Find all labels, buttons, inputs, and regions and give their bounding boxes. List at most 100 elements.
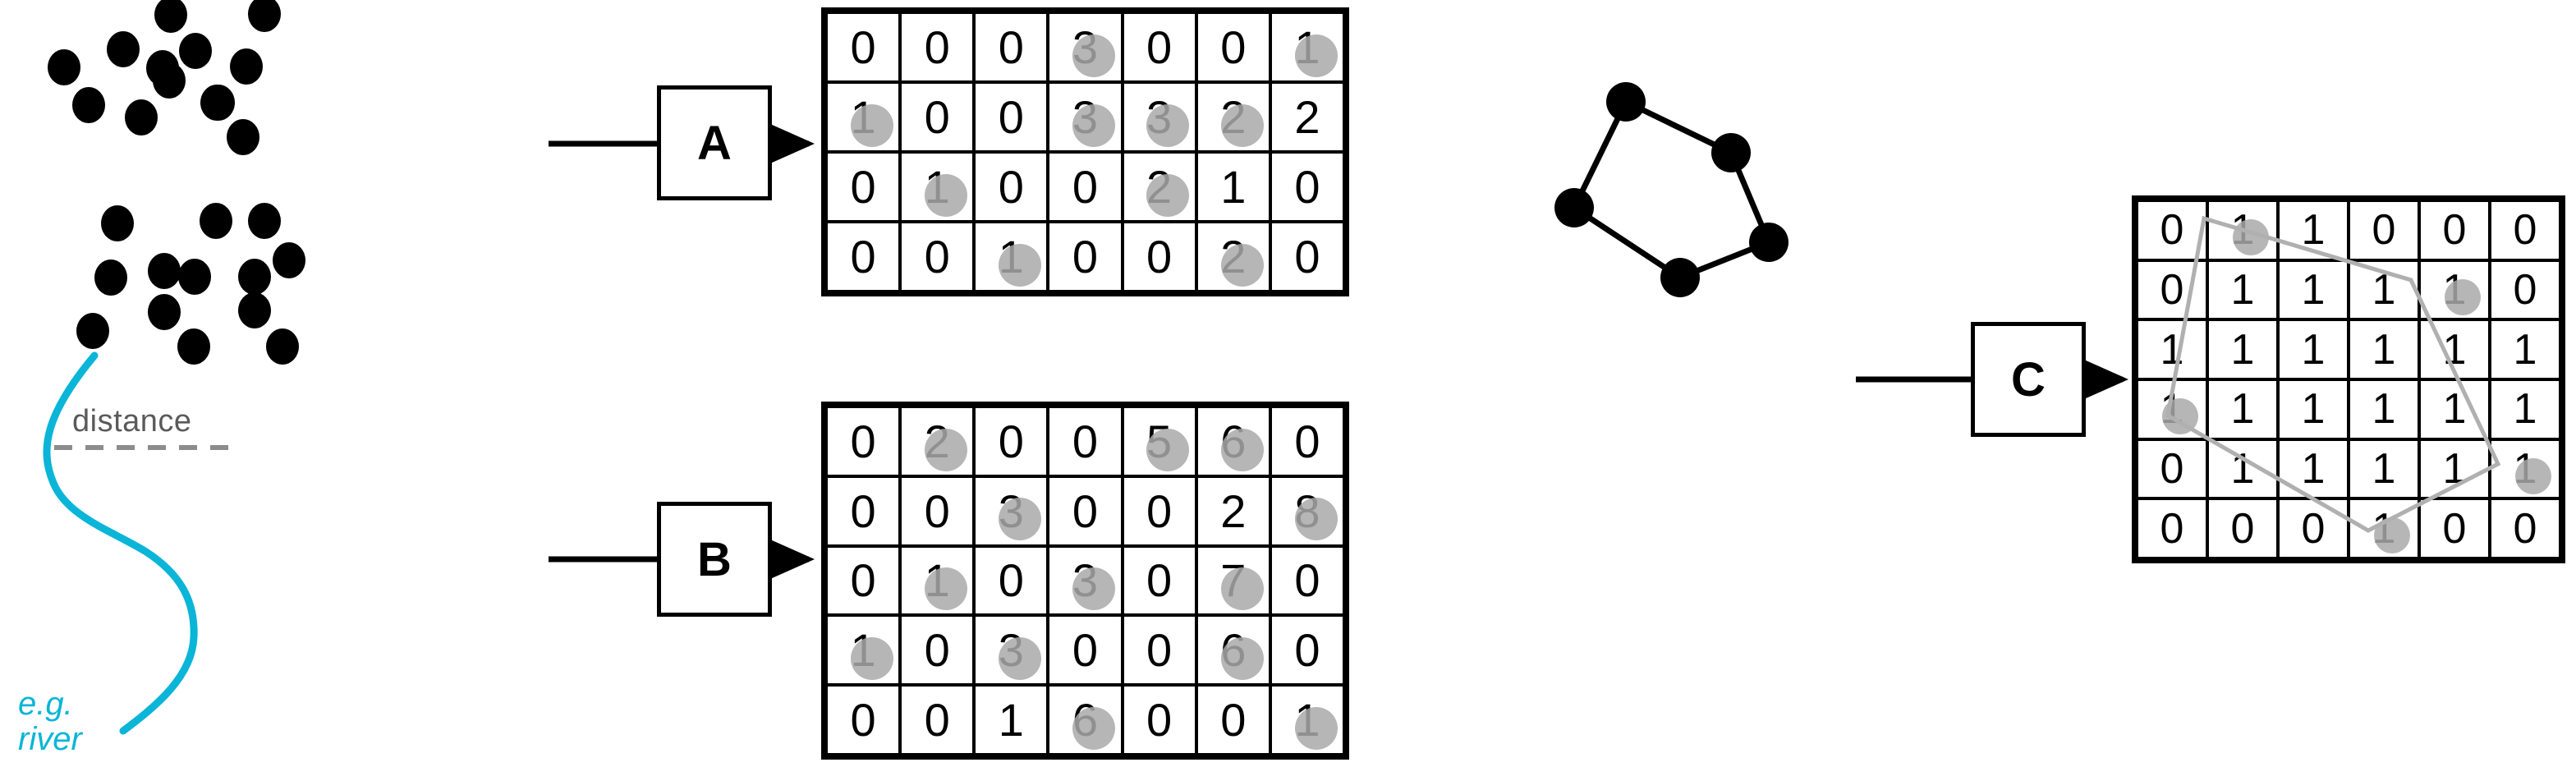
matrix-cell-value: 0 <box>2230 504 2255 553</box>
matrix-cell: 0 <box>1122 12 1196 82</box>
matrix-cell: 1 <box>2349 379 2419 439</box>
matrix-cell-value: 0 <box>1294 161 1320 213</box>
river-label-line1: e.g. <box>18 686 73 722</box>
matrix-cell-value: 0 <box>1146 21 1173 73</box>
river-label: e.g. river <box>18 686 82 758</box>
point-cloud-b-dot <box>202 85 235 121</box>
matrix-cell-value: 0 <box>1072 624 1099 677</box>
matrix-cell-value: 0 <box>1220 694 1247 746</box>
matrix-cell-value: 0 <box>924 624 950 677</box>
point-cloud-b-dot <box>148 253 181 289</box>
matrix-cell: 0 <box>2137 498 2207 558</box>
matrix-cell-value: 0 <box>998 161 1024 213</box>
matrix-cell: 0 <box>1270 406 1344 476</box>
matrix-cell: 1 <box>2278 379 2349 439</box>
point-cloud-a-dot <box>227 119 259 155</box>
matrix-cell: 1 <box>2278 200 2349 260</box>
matrix-cell: 0 <box>1048 406 1123 476</box>
river-label-line2: river <box>18 721 82 758</box>
process-box-c-label: C <box>2011 352 2046 406</box>
matrix-cell-value: 0 <box>998 21 1024 73</box>
matrix-cell-value: 0 <box>1294 554 1320 607</box>
matrix-cell-value: 1 <box>2301 325 2326 374</box>
matrix-cell: 0 <box>974 152 1049 222</box>
point-cloud-b-dot <box>178 259 211 295</box>
matrix-cell: 0 <box>2349 200 2419 260</box>
matrix-cell-value: 0 <box>850 415 876 467</box>
matrix-cell: 0 <box>974 406 1049 476</box>
matrix-cell: 0 <box>1270 222 1344 292</box>
matrix-cell: 1 <box>2137 319 2207 379</box>
point-cloud-a-dot <box>154 0 187 33</box>
matrix-cell-value: 1 <box>2230 385 2255 434</box>
point-cloud-b-dot <box>148 294 181 330</box>
point-cloud-a-dot <box>125 99 158 135</box>
matrix-cell: 0 <box>2137 200 2207 260</box>
matrix-cell-value: 2 <box>1294 91 1320 143</box>
matrix-cell: 1 <box>2490 379 2560 439</box>
point-cloud-b-dot <box>76 313 109 349</box>
matrix-cell: 0 <box>900 82 975 152</box>
matrix-cell: 0 <box>1196 12 1270 82</box>
process-box-c[interactable]: C <box>1971 322 2086 437</box>
matrix-cell: 0 <box>826 12 901 82</box>
point-cloud-b-dot <box>200 203 232 239</box>
matrix-cell-value: 0 <box>2160 206 2184 255</box>
matrix-cell-value: 0 <box>1072 161 1099 213</box>
matrix-cell: 0 <box>2490 259 2560 320</box>
matrix-cell-value: 0 <box>1146 694 1173 746</box>
matrix-cell: 1 <box>2349 439 2419 499</box>
matrix-cell-value: 0 <box>2160 504 2184 553</box>
matrix-cell: 0 <box>1122 475 1196 546</box>
distance-label: distance <box>72 404 192 439</box>
matrix-cell: 0 <box>900 475 975 546</box>
polygon-vertex-dot <box>1749 223 1789 262</box>
matrix-cell-value: 0 <box>1072 415 1099 467</box>
matrix-cell: 2 <box>1270 82 1344 152</box>
matrix-cell: 0 <box>974 82 1049 152</box>
matrix-cell-value: 0 <box>924 91 950 143</box>
polygon-vertex-dot <box>1660 258 1700 297</box>
process-box-a-label: A <box>697 116 732 170</box>
process-box-a[interactable]: A <box>657 85 772 200</box>
matrix-cell-value: 1 <box>2230 265 2255 314</box>
matrix-cell-value: 1 <box>2301 385 2326 434</box>
matrix-cell-value: 0 <box>850 161 876 213</box>
matrix-cell-value: 0 <box>850 231 876 282</box>
matrix-cell: 0 <box>900 12 975 82</box>
matrix-cell: 0 <box>1048 152 1123 222</box>
matrix-cell-value: 0 <box>850 21 876 73</box>
matrix-cell-value: 2 <box>1220 485 1247 537</box>
matrix-cell: 0 <box>1048 222 1123 292</box>
point-cloud-a-dot <box>248 0 281 32</box>
matrix-cell: 0 <box>1122 615 1196 686</box>
matrix-cell-value: 0 <box>2372 206 2396 255</box>
point-cloud-b-dot <box>266 328 299 365</box>
matrix-cell-value: 1 <box>2301 265 2326 314</box>
matrix-cell: 0 <box>2137 259 2207 320</box>
matrix-cell: 0 <box>826 685 901 755</box>
matrix-cell: 0 <box>2419 200 2490 260</box>
process-box-b[interactable]: B <box>657 502 772 617</box>
matrix-cell-value: 0 <box>1072 231 1099 282</box>
matrix-cell: 1 <box>974 685 1049 755</box>
matrix-cell: 0 <box>1122 685 1196 755</box>
matrix-cell: 0 <box>1196 685 1270 755</box>
matrix-cell-value: 1 <box>2372 444 2396 493</box>
polygon-vertex-dot <box>1711 133 1751 172</box>
matrix-cell: 0 <box>1270 545 1344 616</box>
matrix-cell-value: 0 <box>998 554 1024 607</box>
matrix-cell-value: 1 <box>2513 325 2537 374</box>
point-cloud-a-dot <box>230 48 263 85</box>
matrix-cell-value: 0 <box>924 21 950 73</box>
matrix-cell-value: 0 <box>2301 504 2326 553</box>
matrix-cell-value: 1 <box>1220 161 1247 213</box>
matrix-cell-value: 0 <box>924 694 950 746</box>
matrix-cell-value: 0 <box>2442 206 2467 255</box>
matrix-cell: 0 <box>1122 545 1196 616</box>
